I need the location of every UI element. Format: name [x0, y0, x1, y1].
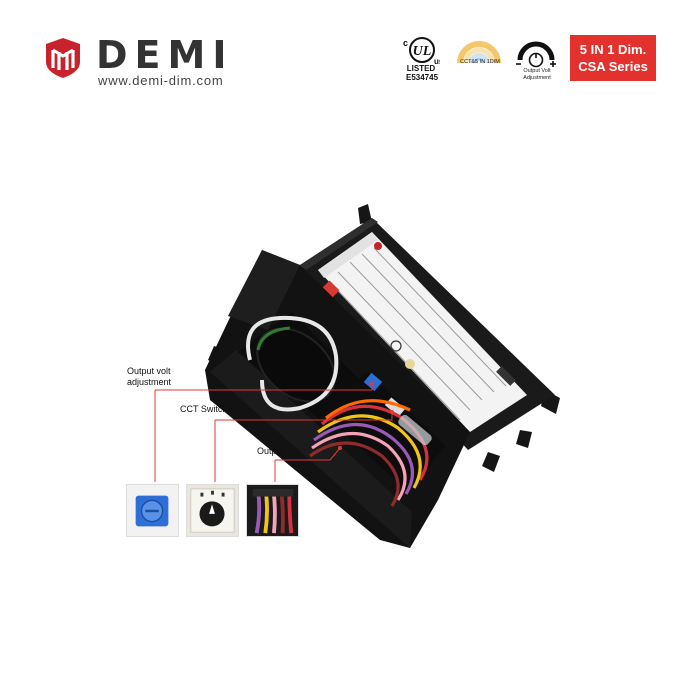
output-volt-dial-icon [516, 41, 556, 68]
series-badge-line1: 5 IN 1 Dim. [579, 42, 647, 57]
callout-label-cct: CCT Switchable [180, 404, 245, 414]
ul-file-number: E534745 [405, 73, 439, 82]
brand-url: www.demi-dim.com [98, 73, 224, 88]
driver-label-plate [318, 232, 527, 432]
cul-certification-icon: UL c us [403, 37, 440, 66]
cct-switch-thumbnail [186, 484, 239, 537]
svg-text:us: us [434, 57, 440, 66]
cct-rainbow-icon [457, 41, 501, 64]
svg-text:c: c [403, 38, 408, 48]
cct-badge-caption: CCT&5 IN 1DIM [460, 59, 500, 65]
callout-label-output-volt: Output volt adjustment [127, 366, 172, 387]
brand-logo-icon [46, 38, 80, 78]
output-volt-badge-caption: Output Volt Adjustment [523, 68, 551, 81]
callout-label-output: Output [257, 446, 285, 456]
series-badge-line2: CSA Series [578, 59, 648, 74]
ul-listed-text: LISTED [406, 64, 436, 73]
svg-text:UL: UL [413, 44, 432, 59]
brand-name: DEMI [96, 33, 234, 77]
output-wires-thumbnail [246, 484, 299, 537]
output-volt-potentiometer-thumbnail [126, 484, 179, 537]
series-badge: 5 IN 1 Dim. CSA Series [570, 35, 656, 81]
